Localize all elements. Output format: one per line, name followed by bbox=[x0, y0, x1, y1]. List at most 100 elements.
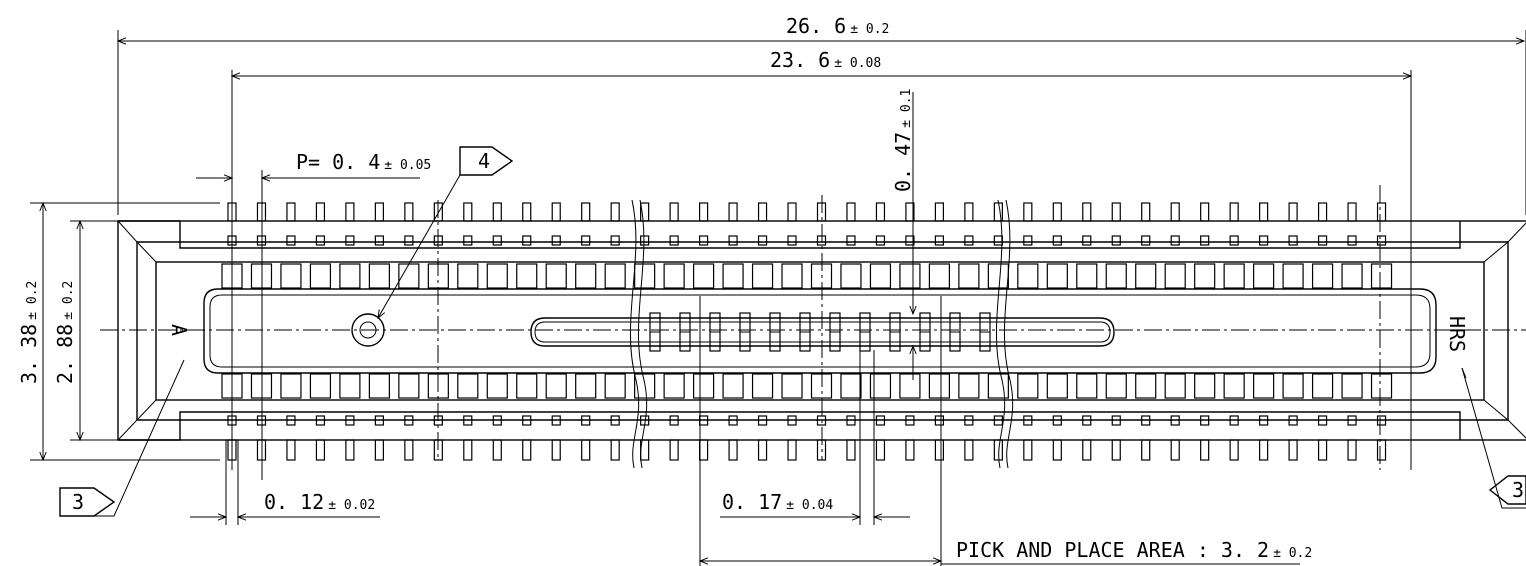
pin-pad-bottom bbox=[1170, 415, 1180, 426]
contact-window-top bbox=[1311, 263, 1334, 289]
pin-tail-top bbox=[905, 202, 915, 222]
svg-text:23. 6± 0.08: 23. 6 ± 0.08 bbox=[770, 48, 881, 72]
pin-pad-bottom bbox=[757, 415, 768, 426]
pin-tail-top bbox=[463, 202, 473, 222]
pin-tail-top bbox=[1288, 202, 1298, 222]
pin-tail-top bbox=[1317, 202, 1328, 222]
contact-window-bottom bbox=[634, 373, 656, 399]
contact-window-bottom bbox=[1370, 373, 1393, 399]
contact-window-bottom bbox=[1076, 373, 1098, 399]
pin-tail-top bbox=[1200, 202, 1210, 222]
pin-pad-top bbox=[1052, 235, 1062, 246]
pick-place-value: PICK AND PLACE AREA : 3. 2 bbox=[956, 538, 1269, 562]
pin-tail-top bbox=[669, 202, 679, 222]
callouts bbox=[59, 146, 1526, 517]
pin-pad-top bbox=[905, 235, 915, 246]
break-lines bbox=[629, 199, 1014, 469]
pin-span-value: 23. 6 bbox=[770, 48, 830, 72]
contact-window-bottom bbox=[604, 373, 626, 399]
pin-pad-bottom bbox=[1052, 415, 1062, 426]
pin-pad-bottom bbox=[1082, 415, 1092, 426]
pin-width-tol: ± 0.02 bbox=[328, 498, 375, 513]
contact-window-bottom bbox=[722, 373, 744, 399]
pin-tail-bottom bbox=[1376, 439, 1387, 461]
overall-length-tol: ± 0.2 bbox=[850, 22, 889, 37]
pin-pad-bottom bbox=[787, 415, 797, 426]
contact-window-top bbox=[722, 263, 744, 289]
pin-pad-bottom bbox=[1347, 415, 1357, 426]
pin-pad-bottom bbox=[1200, 415, 1210, 426]
contact-window-top bbox=[457, 263, 479, 289]
pin-tail-bottom bbox=[404, 439, 414, 461]
pin-pad-top bbox=[1111, 235, 1121, 246]
contact-window-top bbox=[663, 263, 685, 289]
pin-array bbox=[221, 202, 1393, 461]
pin-pad-top bbox=[1082, 235, 1092, 246]
dimension-text: 26. 6± 0.2 23. 6± 0.08 P= 0. 4± 0.05 4 3… bbox=[17, 14, 1524, 562]
contact-window-top bbox=[280, 263, 302, 289]
housing-top-step bbox=[118, 220, 1461, 249]
pin-tail-top bbox=[875, 202, 886, 222]
note3-right-label: 3 bbox=[1512, 478, 1524, 502]
pin-tail-bottom bbox=[757, 439, 768, 461]
pin-pad-top bbox=[728, 235, 738, 246]
pin-tail-bottom bbox=[345, 439, 355, 461]
contact-window-top bbox=[1282, 263, 1304, 289]
pin-pad-bottom bbox=[905, 415, 915, 426]
note4-label: 4 bbox=[478, 149, 490, 173]
pin-pad-bottom bbox=[1111, 415, 1121, 426]
contact-window-top bbox=[1017, 263, 1039, 289]
pin-pad-bottom bbox=[345, 415, 355, 426]
pin-pad-bottom bbox=[1288, 415, 1298, 426]
pin-pad-bottom bbox=[463, 415, 473, 426]
contact-window-bottom bbox=[928, 373, 951, 399]
pin-tail-top bbox=[492, 202, 502, 222]
contact-window-bottom bbox=[1046, 373, 1068, 399]
note3-left-label: 3 bbox=[72, 490, 84, 514]
contact-window-bottom bbox=[1135, 373, 1157, 399]
contact-window-top bbox=[634, 263, 656, 289]
pin-tail-bottom bbox=[1141, 439, 1151, 461]
pin-pad-top bbox=[757, 235, 768, 246]
pin-pad-bottom bbox=[1229, 415, 1239, 426]
slot-depth-tol: ± 0.1 bbox=[899, 89, 914, 128]
contact-slots bbox=[649, 312, 991, 352]
pin-tail-bottom bbox=[934, 439, 945, 461]
pin-tail-top bbox=[1141, 202, 1151, 222]
pin-tail-bottom bbox=[1317, 439, 1328, 461]
pin-pad-top bbox=[934, 235, 945, 246]
pin-pad-bottom bbox=[964, 415, 974, 426]
pin-tail-bottom bbox=[846, 439, 856, 461]
pin-span-tol: ± 0.08 bbox=[834, 56, 881, 71]
pin-pad-top bbox=[1288, 235, 1298, 246]
contact-window-bottom bbox=[1164, 373, 1186, 399]
pin-pad-top bbox=[1347, 235, 1357, 246]
contact-window-bottom bbox=[751, 373, 774, 399]
pin-pad-top bbox=[492, 235, 502, 246]
pin-pad-top bbox=[551, 235, 561, 246]
pin-pad-bottom bbox=[581, 415, 591, 426]
contact-window-bottom bbox=[486, 373, 508, 399]
contact-window-bottom bbox=[781, 373, 803, 399]
contact-window-bottom bbox=[545, 373, 567, 399]
pin-tail-top bbox=[640, 202, 650, 222]
pin-pad-top bbox=[1259, 235, 1269, 246]
svg-text:PICK AND PLACE AREA : 3. 2± 0.: PICK AND PLACE AREA : 3. 2± 0.2 bbox=[956, 538, 1312, 562]
pin-tail-top bbox=[1347, 202, 1357, 222]
pin-pad-top bbox=[964, 235, 974, 246]
contact-window-bottom bbox=[1223, 373, 1245, 399]
pin-pad-top bbox=[522, 235, 532, 246]
logo-mark: HRS bbox=[1445, 316, 1469, 352]
pin-pad-top bbox=[993, 235, 1003, 246]
contact-window-top bbox=[958, 263, 980, 289]
pin-tail-bottom bbox=[492, 439, 502, 461]
contact-window-top bbox=[869, 263, 892, 289]
contact-window-top bbox=[486, 263, 508, 289]
pin-pad-bottom bbox=[846, 415, 856, 426]
pin-tail-bottom bbox=[728, 439, 738, 461]
overall-length-value: 26. 6 bbox=[786, 14, 846, 38]
pin-tail-top bbox=[581, 202, 591, 222]
center-lines bbox=[100, 185, 1526, 470]
slot-width-tol: ± 0.04 bbox=[786, 498, 833, 513]
